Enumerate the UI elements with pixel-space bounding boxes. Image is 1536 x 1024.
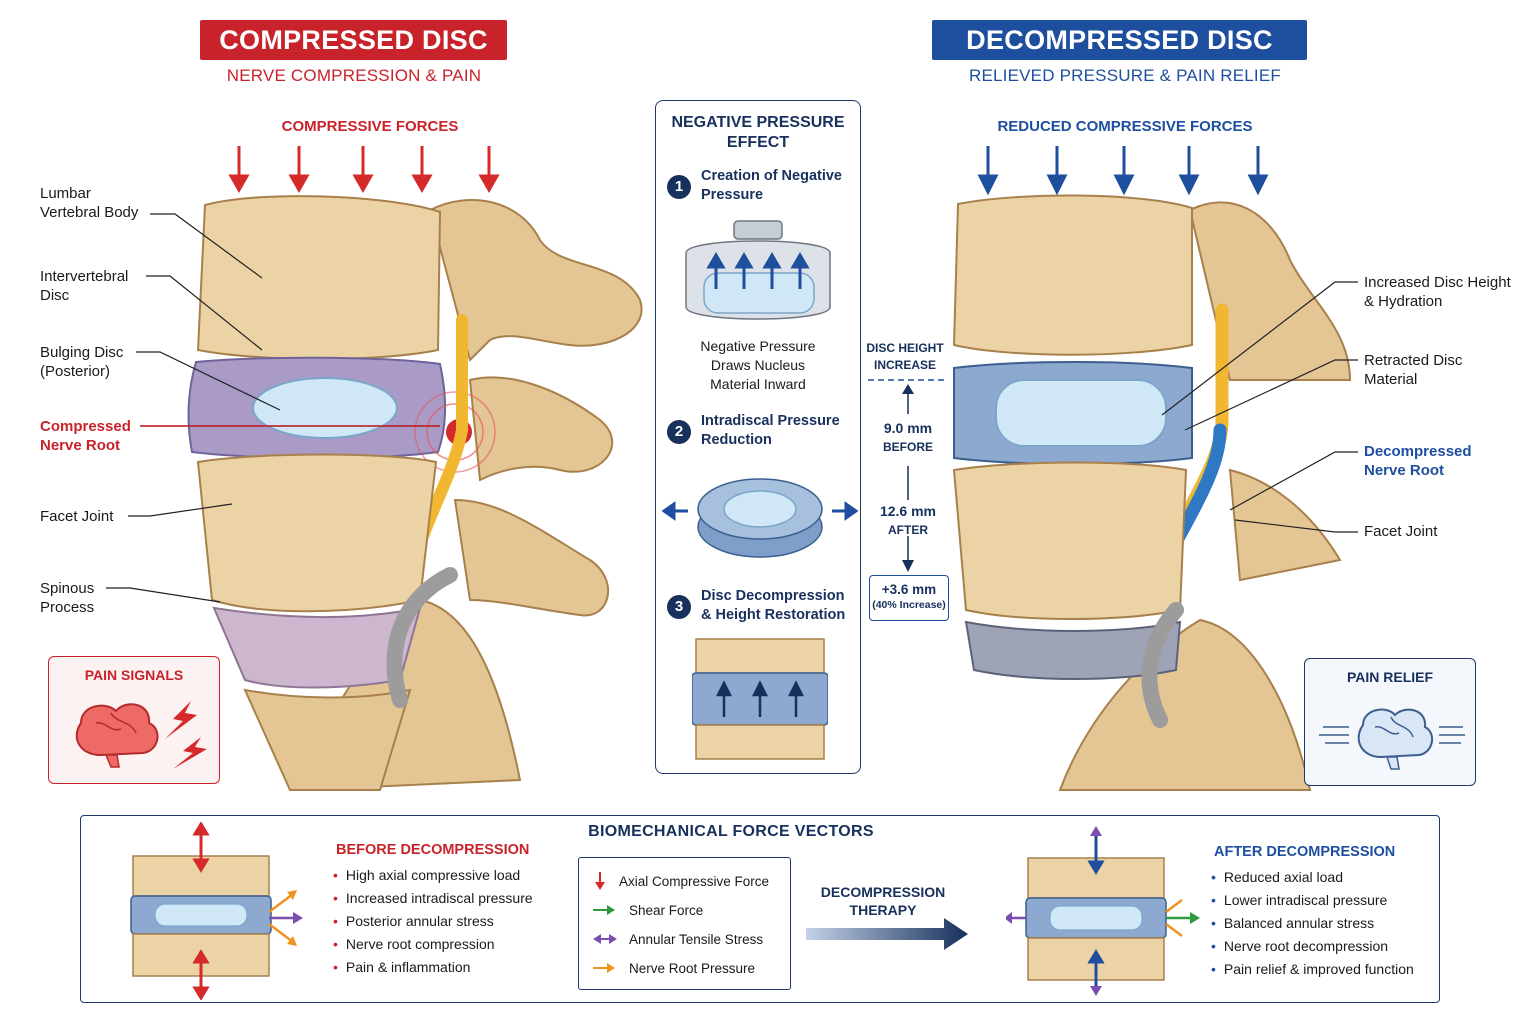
list-item: Balanced annular stress bbox=[1211, 912, 1414, 935]
step-3-title: Disc Decompression& Height Restoration bbox=[701, 588, 846, 623]
brain-pain-icon bbox=[75, 701, 207, 769]
upper-vertebral-body bbox=[196, 195, 442, 360]
list-item: Nerve root decompression bbox=[1211, 935, 1414, 958]
list-item: Reduced axial load bbox=[1211, 866, 1414, 889]
pain-signals-box: PAIN SIGNALS bbox=[48, 656, 220, 784]
compressed-disc-subtitle: NERVE COMPRESSION & PAIN bbox=[226, 66, 482, 85]
upper-vertebral-body-right bbox=[952, 194, 1193, 356]
step-2-badge: 2 bbox=[667, 420, 691, 444]
list-item: Lower intradiscal pressure bbox=[1211, 889, 1414, 912]
list-item: Increased intradiscal pressure bbox=[333, 887, 533, 910]
list-item: Pain & inflammation bbox=[333, 956, 533, 979]
pain-signals-title: PAIN SIGNALS bbox=[84, 667, 184, 683]
legend-nerve-root-pressure: Nerve Root Pressure bbox=[593, 957, 755, 979]
nerve-pressure-arrow-icon bbox=[593, 963, 615, 973]
compressive-forces-label: COMPRESSIVE FORCES bbox=[281, 118, 459, 135]
label-increased-disc-height: Increased Disc Height& Hydration bbox=[1364, 274, 1511, 310]
height-increase-value: +3.6 mm bbox=[881, 582, 937, 597]
after-force-diagram bbox=[1006, 826, 1200, 996]
after-decompression-title: AFTER DECOMPRESSION bbox=[1214, 844, 1396, 860]
label-facet-joint-left: Facet Joint bbox=[40, 508, 114, 525]
before-decompression-list: High axial compressive load Increased in… bbox=[333, 864, 533, 979]
force-legend: Axial Compressive Force Shear Force Annu… bbox=[578, 857, 791, 990]
step-3-badge: 3 bbox=[667, 595, 691, 619]
height-increase-box: +3.6 mm (40% Increase) bbox=[869, 575, 949, 621]
disc-height-restoration bbox=[692, 638, 828, 760]
label-bulging-disc: Bulging Disc(Posterior) bbox=[40, 344, 124, 380]
brain-relief-icon bbox=[1319, 708, 1465, 770]
biomechanical-title: BIOMECHANICAL FORCE VECTORS bbox=[588, 823, 874, 840]
negative-pressure-device bbox=[685, 220, 831, 320]
after-decompression-list: Reduced axial load Lower intradiscal pre… bbox=[1211, 866, 1414, 981]
legend-shear-force: Shear Force bbox=[593, 899, 703, 921]
lightning-icon bbox=[165, 701, 197, 739]
legend-annular-tensile: Annular Tensile Stress bbox=[593, 928, 763, 950]
list-item: Nerve root compression bbox=[333, 933, 533, 956]
decompressed-disc-subtitle: RELIEVED PRESSURE & PAIN RELIEF bbox=[969, 66, 1281, 85]
reduced-force-arrows bbox=[977, 146, 1269, 196]
therapy-arrow bbox=[806, 918, 968, 950]
disc-nucleus bbox=[252, 377, 398, 439]
legend-axial-compressive: Axial Compressive Force bbox=[593, 870, 769, 892]
list-item: Posterior annular stress bbox=[333, 910, 533, 933]
compressed-disc-title: COMPRESSED DISC bbox=[200, 20, 507, 60]
compressed-spine-illustration bbox=[106, 146, 643, 792]
height-increase-label: (40% Increase) bbox=[872, 599, 946, 611]
list-item: Pain relief & improved function bbox=[1211, 958, 1414, 981]
annular-arrow-icon bbox=[593, 934, 617, 944]
intradiscal-pressure-disc bbox=[662, 478, 858, 558]
lower-vertebral-body-right bbox=[952, 461, 1188, 620]
axial-arrow-icon bbox=[595, 872, 605, 890]
step-1-badge: 1 bbox=[667, 175, 691, 199]
lower-vertebral-body bbox=[196, 453, 438, 613]
before-height-value: 9.0 mm bbox=[883, 420, 933, 436]
after-height-label: AFTER bbox=[888, 523, 928, 537]
label-facet-joint-right: Facet Joint bbox=[1364, 523, 1438, 540]
before-height-label: BEFORE bbox=[882, 440, 933, 454]
reduced-forces-label: REDUCED COMPRESSIVE FORCES bbox=[997, 118, 1253, 135]
decompressed-nucleus bbox=[995, 379, 1167, 447]
disc-height-dimension-lines bbox=[868, 379, 944, 572]
compressive-force-arrows bbox=[228, 146, 500, 194]
pain-relief-box: PAIN RELIEF bbox=[1304, 658, 1476, 786]
decompressed-disc-title: DECOMPRESSED DISC bbox=[932, 20, 1307, 60]
before-force-diagram bbox=[130, 822, 303, 1000]
before-decompression-title: BEFORE DECOMPRESSION bbox=[336, 842, 530, 858]
biomechanical-force-vectors-panel: BIOMECHANICAL FORCE VECTORS BEFORE DECOM… bbox=[80, 815, 1440, 1003]
shear-arrow-icon bbox=[593, 905, 615, 915]
list-item: High axial compressive load bbox=[333, 864, 533, 887]
after-height-value: 12.6 mm bbox=[879, 503, 937, 519]
decompressed-spine-illustration bbox=[952, 146, 1358, 791]
pain-relief-title: PAIN RELIEF bbox=[1346, 669, 1434, 685]
